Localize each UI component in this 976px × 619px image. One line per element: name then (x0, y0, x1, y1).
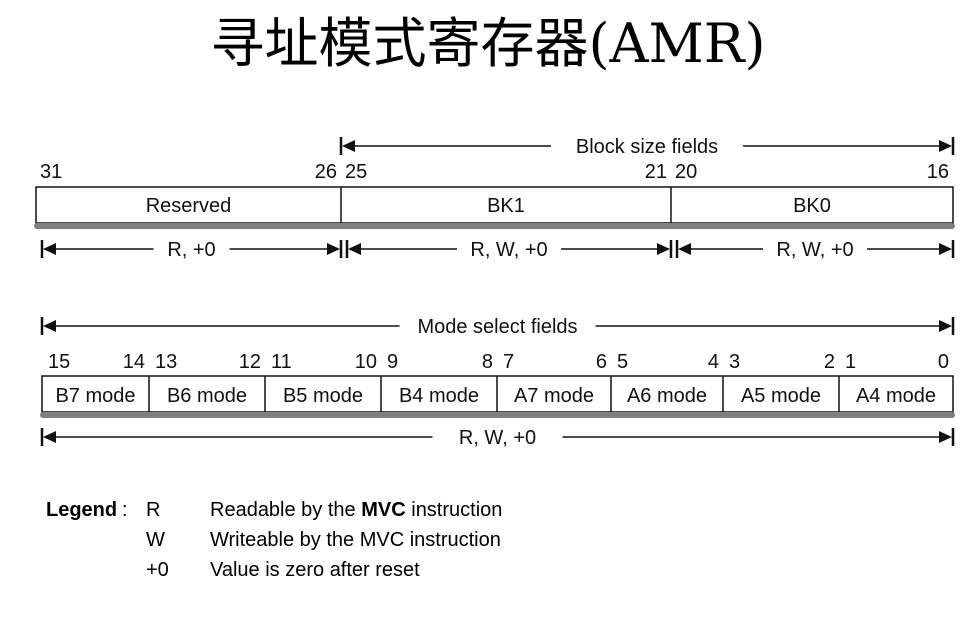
bit-label-6: 6 (596, 351, 607, 373)
field-bk0: BK0 (793, 195, 831, 217)
legend-desc-r: Readable by the MVC instruction (210, 495, 502, 525)
field-b4-mode: B4 mode (399, 385, 479, 407)
field-b6-mode: B6 mode (167, 385, 247, 407)
bit-label-11: 11 (271, 351, 292, 373)
field-bk1: BK1 (487, 195, 525, 217)
bit-label-10: 10 (355, 351, 377, 373)
mode-select-access-arrow-left (43, 431, 56, 443)
field-b7-mode: B7 mode (55, 385, 135, 407)
bit-label-14: 14 (123, 351, 145, 373)
bit-label-0: 0 (938, 351, 949, 373)
bit-label-9: 9 (387, 351, 398, 373)
access-bk0-arrow-right (939, 243, 952, 255)
mode-select-access-label: R, W, +0 (459, 427, 536, 449)
bit-label-1: 1 (845, 351, 856, 373)
access-bk0-label: R, W, +0 (776, 239, 853, 261)
bit-label-20: 20 (675, 161, 697, 183)
block-size-header-arrow-right (939, 140, 952, 152)
bit-label-5: 5 (617, 351, 628, 373)
access-bk1-arrow-left (348, 243, 361, 255)
bit-label-25: 25 (345, 161, 367, 183)
bit-label-3: 3 (729, 351, 740, 373)
access-bk1-arrow-right (657, 243, 670, 255)
bit-label-21: 21 (645, 161, 667, 183)
field-b5-mode: B5 mode (283, 385, 363, 407)
block-size-header-arrow-left (342, 140, 355, 152)
mode-select-header-label: Mode select fields (417, 316, 577, 338)
legend-desc-w: Writeable by the MVC instruction (210, 529, 501, 551)
access-reserved-label: R, +0 (167, 239, 215, 261)
bit-label-31: 31 (40, 161, 62, 183)
bit-label-2: 2 (824, 351, 835, 373)
bit-label-8: 8 (482, 351, 493, 373)
block-size-header-label: Block size fields (576, 136, 718, 158)
block-size-register-outline (35, 186, 954, 224)
legend-desc-r-bold: MVC (361, 499, 406, 521)
access-bk1-label: R, W, +0 (470, 239, 547, 261)
legend-key-reset: +0 (146, 559, 169, 581)
page-title: 寻址模式寄存器(AMR) (210, 12, 766, 75)
bit-label-12: 12 (239, 351, 261, 373)
bit-label-15: 15 (48, 351, 70, 373)
mode-select-header-arrow-right (939, 320, 952, 332)
mode-select-access-arrow-right (939, 431, 952, 443)
field-a5-mode: A5 mode (741, 385, 821, 407)
field-a6-mode: A6 mode (627, 385, 707, 407)
field-reserved: Reserved (146, 195, 232, 217)
legend-desc-r-text: Readable by the (210, 499, 362, 521)
access-reserved-arrow-left (43, 243, 56, 255)
access-reserved-arrow-right (327, 243, 340, 255)
legend-key-w: W (146, 529, 165, 551)
bit-label-4: 4 (708, 351, 719, 373)
field-a4-mode: A4 mode (856, 385, 936, 407)
access-bk0-arrow-left (678, 243, 691, 255)
bit-label-26: 26 (315, 161, 337, 183)
legend-heading: Legend (46, 499, 118, 521)
bit-label-16: 16 (927, 161, 949, 183)
bit-label-7: 7 (503, 351, 514, 373)
legend-desc-r-tail: instruction (405, 499, 503, 521)
field-a7-mode: A7 mode (514, 385, 594, 407)
legend-key-r: R (146, 499, 161, 521)
legend-desc-reset: Value is zero after reset (210, 559, 420, 581)
bit-label-13: 13 (155, 351, 177, 373)
legend-colon: : (122, 499, 128, 521)
mode-select-header-arrow-left (43, 320, 56, 332)
